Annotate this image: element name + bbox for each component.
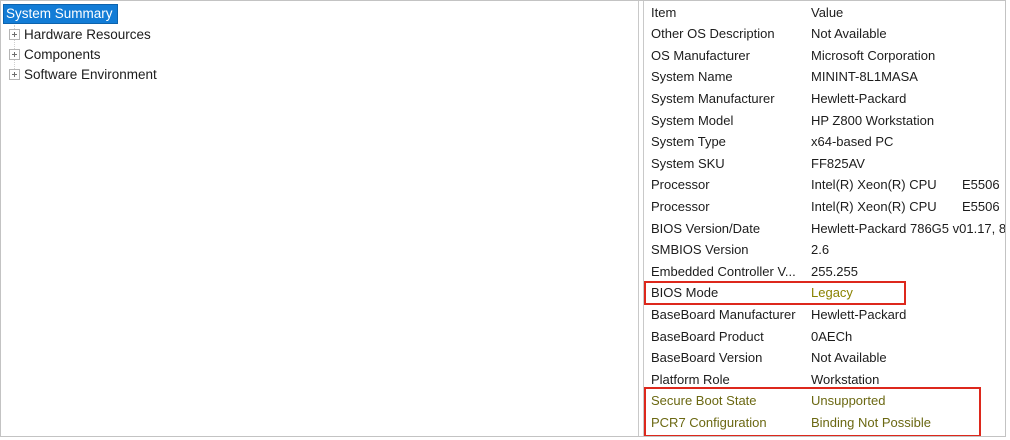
table-row[interactable]: System Name MININT-8L1MASA bbox=[644, 66, 1005, 88]
table-row[interactable]: Secure Boot State Unsupported bbox=[644, 390, 1005, 412]
table-row[interactable]: SMBIOS Version 2.6 bbox=[644, 239, 1005, 261]
row-value: Legacy bbox=[811, 285, 853, 301]
row-item-label: System Name bbox=[651, 69, 733, 85]
row-value: HP Z800 Workstation bbox=[811, 112, 935, 128]
row-item-label: System SKU bbox=[651, 155, 725, 171]
table-row[interactable]: System Manufacturer Hewlett-Packard bbox=[644, 88, 1005, 110]
table-row[interactable]: System SKU FF825AV bbox=[644, 153, 1005, 175]
row-value: 0AECh bbox=[811, 328, 853, 344]
row-value: 2.6 bbox=[811, 242, 830, 258]
table-row[interactable]: OS Manufacturer Microsoft Corporation bbox=[644, 45, 1005, 67]
row-item-label: OS Manufacturer bbox=[651, 47, 750, 63]
row-item-label: Secure Boot State bbox=[651, 393, 757, 409]
row-value: 255.255 bbox=[811, 263, 858, 279]
row-item-label: Embedded Controller V... bbox=[651, 263, 796, 279]
row-item-label: System Model bbox=[651, 112, 734, 128]
row-value: x64-based PC bbox=[811, 134, 894, 150]
row-item-label: System Manufacturer bbox=[651, 91, 775, 107]
table-row[interactable]: BIOS Version/Date Hewlett-Packard 786G5 … bbox=[644, 217, 1005, 239]
row-item-label: BIOS Version/Date bbox=[651, 220, 761, 236]
row-value: Intel(R) Xeon(R) CPU E5506 bbox=[811, 177, 1000, 193]
row-value: Not Available bbox=[811, 26, 887, 42]
column-header-item[interactable]: Item bbox=[651, 4, 677, 20]
row-item-label: BaseBoard Product bbox=[651, 328, 764, 344]
row-item-label: Processor bbox=[651, 199, 710, 215]
tree-item-system-summary[interactable]: System Summary bbox=[1, 4, 638, 24]
row-item-label: Processor bbox=[651, 177, 710, 193]
table-row[interactable]: BaseBoard Manufacturer Hewlett-Packard bbox=[644, 304, 1005, 326]
table-row[interactable]: BaseBoard Version Not Available bbox=[644, 347, 1005, 369]
expand-plus-icon[interactable] bbox=[9, 68, 20, 80]
table-row[interactable]: BaseBoard Product 0AECh bbox=[644, 325, 1005, 347]
details-pane: Item Value Other OS Description Not Avai… bbox=[643, 1, 1005, 436]
row-value: Intel(R) Xeon(R) CPU E5506 bbox=[811, 199, 1000, 215]
table-row[interactable]: Other OS Description Not Available bbox=[644, 23, 1005, 45]
row-item-label: BIOS Mode bbox=[651, 285, 719, 301]
row-item-label: System Type bbox=[651, 134, 726, 150]
row-value: Not Available bbox=[811, 350, 887, 366]
expand-plus-icon[interactable] bbox=[9, 28, 20, 40]
row-value: FF825AV bbox=[811, 155, 865, 171]
tree-item-label: Software Environment bbox=[24, 66, 157, 82]
pane-splitter[interactable] bbox=[639, 1, 643, 436]
table-row[interactable]: PCR7 Configuration Binding Not Possible bbox=[644, 412, 1005, 434]
tree-item-hardware-resources[interactable]: Hardware Resources bbox=[1, 24, 638, 44]
row-item-label: PCR7 Configuration bbox=[651, 414, 767, 430]
tree-item-software-environment[interactable]: Software Environment bbox=[1, 64, 638, 84]
row-value: Workstation bbox=[811, 371, 880, 387]
row-value: Binding Not Possible bbox=[811, 414, 931, 430]
table-row[interactable]: System Model HP Z800 Workstation bbox=[644, 109, 1005, 131]
row-value: MININT-8L1MASA bbox=[811, 69, 918, 85]
row-value: Hewlett-Packard 786G5 v01.17, 8/ bbox=[811, 220, 1005, 236]
category-tree: System Summary Hardware Resources Compon… bbox=[1, 4, 638, 84]
table-row[interactable]: BIOS Mode Legacy bbox=[644, 282, 1005, 304]
tree-item-components[interactable]: Components bbox=[1, 44, 638, 64]
table-row[interactable]: System Type x64-based PC bbox=[644, 131, 1005, 153]
row-item-label: BaseBoard Manufacturer bbox=[651, 307, 796, 323]
row-item-label: SMBIOS Version bbox=[651, 242, 749, 258]
expand-plus-icon[interactable] bbox=[9, 48, 20, 60]
column-header-value[interactable]: Value bbox=[811, 4, 844, 20]
table-row[interactable]: Embedded Controller V... 255.255 bbox=[644, 261, 1005, 283]
table-row[interactable]: Processor Intel(R) Xeon(R) CPU E5506 bbox=[644, 174, 1005, 196]
row-value: Microsoft Corporation bbox=[811, 47, 936, 63]
table-row[interactable]: Processor Intel(R) Xeon(R) CPU E5506 bbox=[644, 196, 1005, 218]
tree-item-label: System Summary bbox=[3, 4, 118, 24]
category-tree-pane: System Summary Hardware Resources Compon… bbox=[1, 1, 639, 436]
row-item-label: Platform Role bbox=[651, 371, 730, 387]
row-item-label: Other OS Description bbox=[651, 26, 775, 42]
row-value: Hewlett-Packard bbox=[811, 307, 907, 323]
details-rows: Other OS Description Not Available OS Ma… bbox=[644, 23, 1005, 433]
row-item-label: BaseBoard Version bbox=[651, 350, 763, 366]
tree-item-label: Hardware Resources bbox=[24, 26, 151, 42]
details-header-row: Item Value bbox=[644, 1, 1005, 23]
row-value: Unsupported bbox=[811, 393, 886, 409]
row-value: Hewlett-Packard bbox=[811, 91, 907, 107]
table-row[interactable]: Platform Role Workstation bbox=[644, 369, 1005, 391]
tree-item-label: Components bbox=[24, 46, 101, 62]
